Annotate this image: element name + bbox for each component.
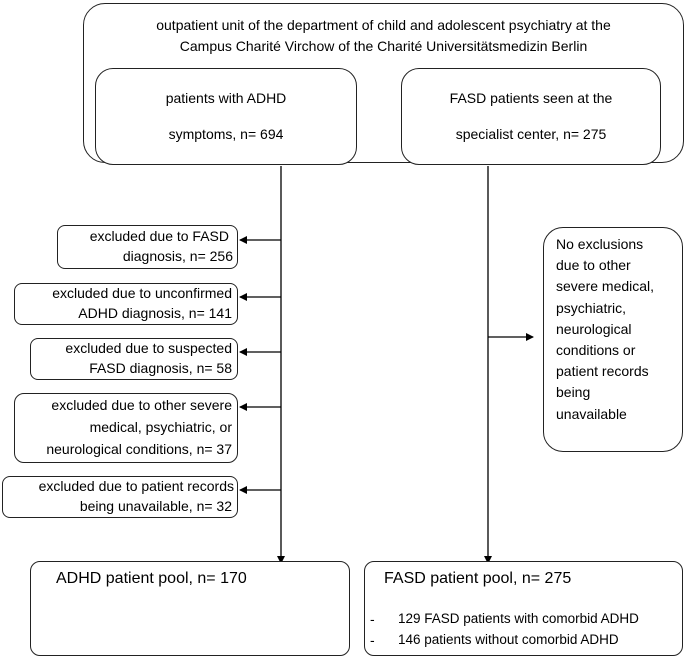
no-exclusions-line: being [556, 384, 591, 401]
exclusion-box-records-unavailable [2, 476, 238, 518]
exclusion-severe-line-3: neurological conditions, n= 37 [46, 441, 232, 457]
fasd-pool-item-non-comorbid: 146 patients without comorbid ADHD [398, 632, 619, 647]
exclusion-unconfirmed-line-2: ADHD diagnosis, n= 141 [78, 305, 232, 321]
exclusion-suspected-line-2: FASD diagnosis, n= 58 [89, 360, 232, 376]
no-exclusions-line: due to other [556, 257, 631, 274]
exclusion-records-line-1: excluded due to patient records [38, 478, 234, 494]
exclusion-severe-line-1: excluded due to other severe [51, 397, 232, 413]
adhd-source-line-1: patients with ADHD [165, 90, 287, 106]
exclusion-suspected-line-1: excluded due to suspected [65, 340, 232, 356]
adhd-source-box [95, 68, 357, 165]
no-exclusions-line: neurological [556, 320, 632, 337]
fasd-pool-bullet-1: - [370, 611, 375, 627]
fasd-source-line-1: FASD patients seen at the [449, 90, 613, 106]
exclusion-box-fasd [57, 225, 238, 269]
exclusion-unconfirmed-line-1: excluded due to unconfirmed [52, 285, 232, 301]
exclusion-records-line-2: being unavailable, n= 32 [79, 498, 232, 514]
adhd-pool-title: ADHD patient pool, n= 170 [56, 570, 247, 587]
fasd-source-box [401, 68, 661, 165]
no-exclusions-line: No exclusions [556, 236, 644, 252]
no-exclusions-line: severe medical, [556, 278, 655, 295]
adhd-source-line-2: symptoms, n= 694 [168, 126, 284, 142]
no-exclusions-line: conditions or [556, 342, 636, 359]
adhd-pool-box [30, 561, 350, 656]
outpatient-unit-line-1: outpatient unit of the department of chi… [156, 17, 611, 33]
no-exclusions-line: patient records [556, 363, 649, 380]
exclusion-box-severe-conditions [14, 393, 238, 463]
fasd-pool-box [364, 561, 683, 656]
exclusion-fasd-line-2: diagnosis, n= 256 [122, 248, 233, 264]
fasd-source-line-2: specialist center, n= 275 [455, 126, 607, 142]
fasd-pool-title: FASD patient pool, n= 275 [384, 570, 572, 587]
no-exclusions-text: No exclusions due to other severe medica… [556, 234, 681, 425]
exclusion-box-unconfirmed-adhd [14, 283, 238, 325]
fasd-pool-item-comorbid: 129 FASD patients with comorbid ADHD [398, 611, 639, 626]
exclusion-fasd-line-1: excluded due to FASD [89, 228, 229, 244]
outpatient-unit-line-2: Campus Charité Virchow of the Charité Un… [179, 38, 588, 54]
fasd-pool-bullet-2: - [370, 632, 375, 648]
no-exclusions-line: unavailable [556, 405, 627, 422]
no-exclusions-line: psychiatric, [556, 299, 627, 316]
no-exclusions-box [543, 227, 683, 452]
exclusion-box-suspected-fasd [30, 338, 238, 380]
exclusion-severe-line-2: medical, psychiatric, or [89, 419, 232, 435]
